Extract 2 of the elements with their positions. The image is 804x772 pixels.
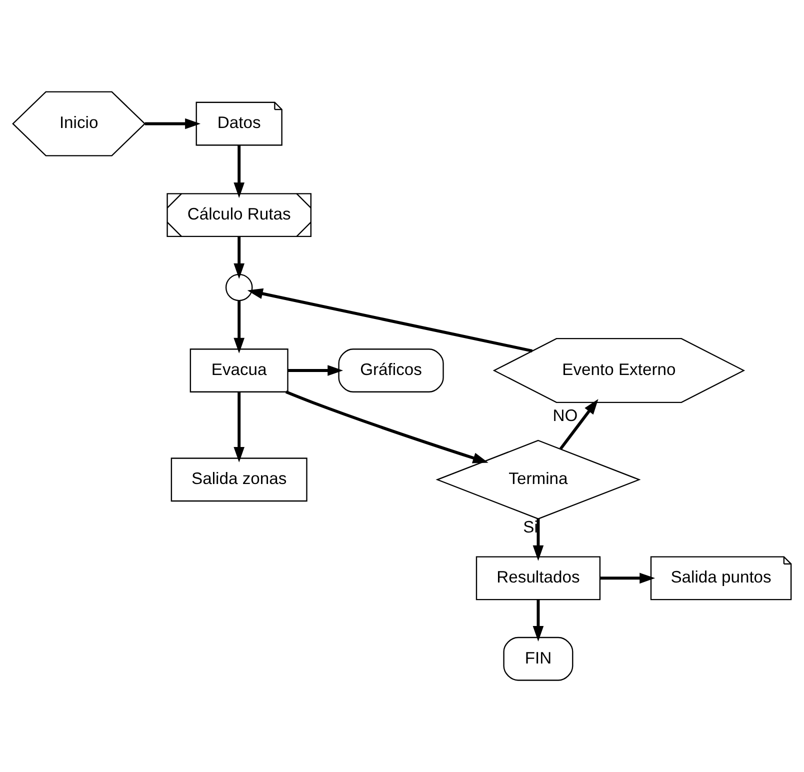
edge-label: NO (552, 406, 578, 425)
edge-label: Si (523, 518, 538, 537)
